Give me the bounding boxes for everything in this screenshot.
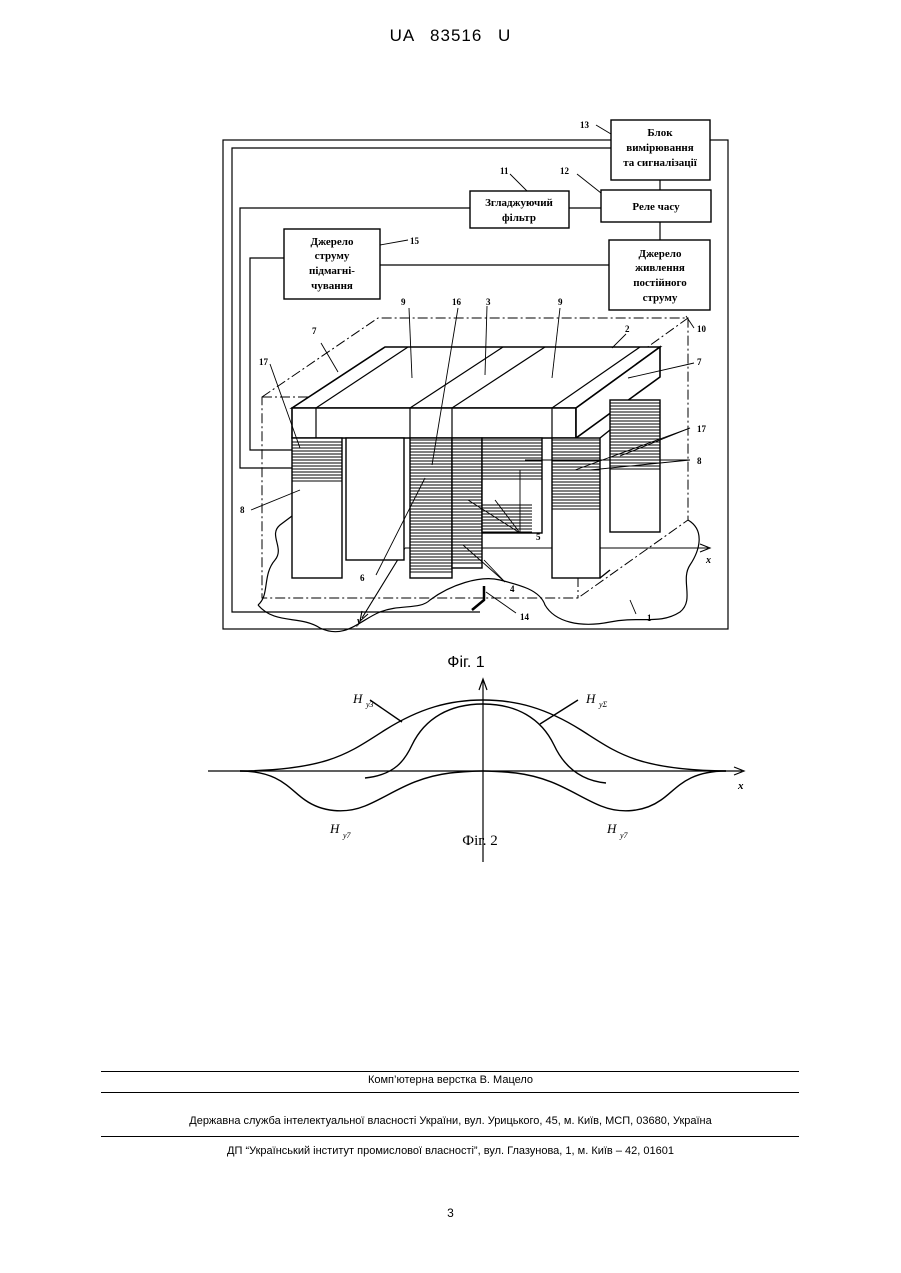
label-h-y7-left-sub: y7 [342,831,352,840]
label-16: 16 [452,297,462,307]
measure-block-line1: Блок [647,127,673,139]
dc-block-line4: струму [643,292,678,304]
bias-block-line1: Джерело [311,236,354,248]
patent-figures: Блок вимірювання та сигналізації Реле ча… [0,0,901,880]
axis-label-x-fig1: x [705,555,711,566]
label-h-y7-right: H [606,821,617,836]
label-7-left: 7 [312,326,317,336]
page-number: 3 [0,1206,901,1220]
leg-left [292,438,342,578]
label-17-left: 17 [259,357,269,367]
label-8-right: 8 [697,456,702,466]
label-h-y3: H [352,691,363,706]
label-4: 4 [510,584,515,594]
label-14: 14 [520,612,530,622]
dc-block-line3: постійного [633,277,687,289]
label-9-left: 9 [401,297,406,307]
label-1: 1 [647,613,652,623]
label-3: 3 [486,297,491,307]
label-8-left: 8 [240,505,245,515]
footer-rule-1 [101,1071,799,1072]
label-12: 12 [560,166,570,176]
dc-block-line2: живлення [635,262,685,274]
label-15: 15 [410,236,420,246]
label-11: 11 [500,166,509,176]
agency-address: Державна служба інтелектуальної власност… [0,1115,901,1127]
filter-block-line2: фільтр [502,212,536,224]
label-7-right: 7 [697,357,702,367]
label-9-right: 9 [558,297,563,307]
bias-block-line4: чування [311,280,353,292]
label-10: 10 [697,324,707,334]
top-yoke-front-face [292,408,576,438]
label-2: 2 [625,324,630,334]
leg-right [552,438,600,578]
filter-block-line1: Згладжуючий [485,197,553,209]
bias-block-line3: підмагні- [309,265,355,277]
label-5: 5 [536,532,541,542]
label-17-right: 17 [697,424,707,434]
label-h-y-sum-sub: yΣ [598,700,608,709]
fig2-caption: Фіг. 2 [462,833,497,849]
layout-credit: Комп’ютерна верстка В. Мацело [0,1074,901,1086]
axis-label-x-fig2: x [737,780,744,792]
label-6: 6 [360,573,365,583]
fig1-caption: Фіг. 1 [447,654,484,671]
label-h-y-sum: H [585,691,596,706]
footer-rule-3 [101,1136,799,1137]
label-h-y3-sub: y3 [365,700,374,709]
label-13: 13 [580,120,590,130]
relay-block-label: Реле часу [632,201,680,213]
label-h-y7-left: H [329,821,340,836]
measure-block-line3: та сигналізації [623,157,697,169]
axis-label-y-fig1: y [356,616,362,627]
dc-block-line1: Джерело [639,248,682,260]
bias-block-line2: струму [315,250,350,262]
leg-left-rear [346,438,404,560]
institute-address: ДП “Український інститут промислової вла… [0,1145,901,1157]
measure-block-line2: вимірювання [626,142,693,154]
leader-h-y3 [370,700,402,722]
footer-rule-2 [101,1092,799,1093]
label-h-y7-right-sub: y7 [619,831,629,840]
